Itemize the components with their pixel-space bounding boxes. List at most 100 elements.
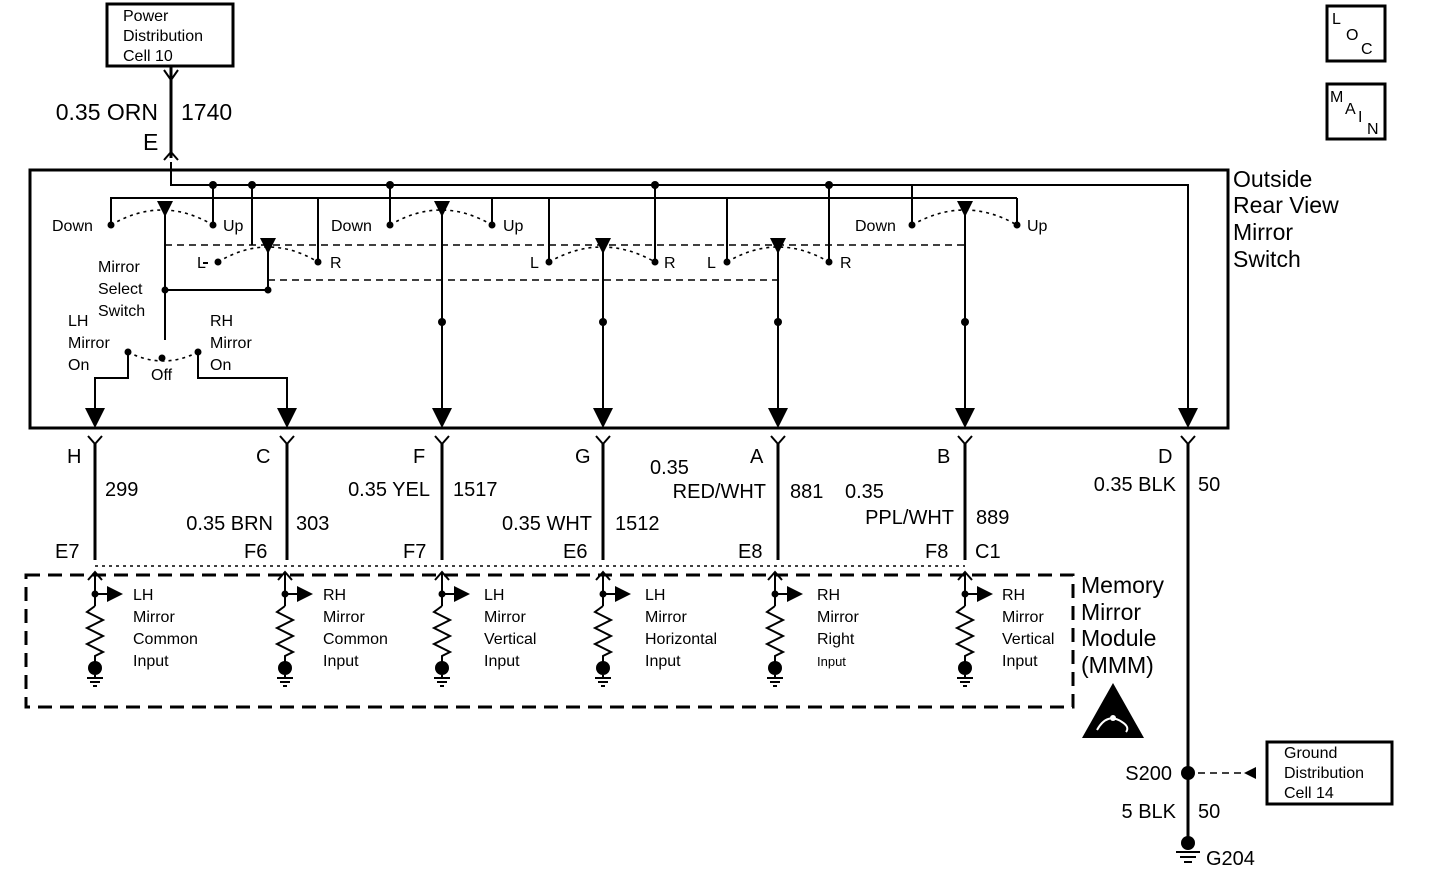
wire-1512-circuit: 1512 [615,513,660,535]
svg-text:Ground: Ground [1284,745,1337,762]
mirror-select-switch[interactable]: Mirror Select Switch LH Mirror On RH Mir… [68,201,297,428]
switch-internal-bus [110,162,1198,428]
svg-text:Down: Down [855,218,896,235]
pin-d: D [1158,446,1172,468]
svg-text:Mirror: Mirror [484,609,526,626]
wire-50-circuit: 50 [1198,474,1220,496]
pin-e: E [143,129,158,155]
svg-text:Mirror: Mirror [1233,219,1293,245]
wire-889-color: PPL/WHT [865,507,954,529]
svg-text:Input: Input [323,653,359,670]
svg-text:Input: Input [133,653,169,670]
splice-s200: S200 [1125,763,1256,785]
svg-text:LH: LH [133,587,153,604]
svg-text:L: L [1332,11,1341,28]
pin-g: G [575,446,591,468]
svg-text:E8: E8 [738,541,762,563]
svg-text:LH: LH [645,587,665,604]
pin-f: F [413,446,425,468]
svg-text:Module: Module [1081,625,1156,651]
svg-text:Rear View: Rear View [1233,192,1339,218]
svg-text:Mirror: Mirror [133,609,175,626]
svg-text:Cell 14: Cell 14 [1284,785,1334,802]
svg-text:M: M [1330,89,1343,106]
svg-text:I: I [1358,109,1362,126]
module-input-lh-vertical: LH Mirror Vertical Input [431,570,536,687]
power-distribution-ref[interactable]: Power Distribution Cell 10 [105,2,235,68]
wire-303-gauge: 0.35 BRN [186,513,273,535]
svg-text:Off: Off [151,367,173,384]
wire-889-gauge: 0.35 [845,481,884,503]
svg-text:Mirror: Mirror [645,609,687,626]
svg-text:L: L [707,255,716,272]
wire-1512-gauge: 0.35 WHT [502,513,592,535]
left-right-toggle-1[interactable]: L R [197,246,342,272]
left-right-toggle-2[interactable]: L R [530,246,676,272]
module-input-rh-right: RH Mirror Right Input [764,570,859,687]
svg-text:RH: RH [323,587,346,604]
svg-text:Memory: Memory [1081,572,1165,598]
svg-text:A: A [1345,101,1356,118]
svg-text:On: On [210,357,231,374]
svg-text:E7: E7 [55,541,79,563]
feed-wire-gauge: 0.35 ORN [56,99,158,125]
loc-icon[interactable]: L O C [1325,4,1387,63]
wire-299-circuit: 299 [105,479,138,501]
svg-text:Input: Input [645,653,681,670]
pin-a: A [750,446,764,468]
wire-881-circuit: 881 [790,481,823,503]
wire-303-circuit: 303 [296,513,329,535]
ground-distribution-ref[interactable]: Ground Distribution Cell 14 [1265,740,1394,806]
svg-text:E6: E6 [563,541,587,563]
svg-text:Vertical: Vertical [484,631,536,648]
svg-text:Cell 10: Cell 10 [123,48,173,65]
svg-text:L: L [530,255,539,272]
svg-text:Up: Up [1027,218,1048,235]
left-right-toggle-3[interactable]: L R [707,246,852,272]
main-icon[interactable]: M A I N [1325,82,1387,141]
ground-wire-circuit: 50 [1198,801,1220,823]
svg-text:C1: C1 [975,541,1001,563]
svg-text:O: O [1346,27,1358,44]
svg-text:Down: Down [331,218,372,235]
svg-text:C: C [1361,41,1373,58]
up-down-toggle-lh[interactable]: Down Up [52,209,244,235]
svg-text:Up: Up [223,218,244,235]
svg-text:Select: Select [98,281,143,298]
svg-text:N: N [1367,121,1379,138]
connector-arrow-icon [163,69,179,82]
svg-text:Mirror: Mirror [1081,599,1141,625]
svg-text:G204: G204 [1206,848,1255,870]
svg-text:RH: RH [817,587,840,604]
ground-g204: G204 [1176,836,1255,870]
wire-881-color: RED/WHT [673,481,766,503]
ground-wire-gauge: 5 BLK [1122,801,1177,823]
up-down-toggle-horizontal[interactable]: Down Up [331,209,524,235]
svg-text:Mirror: Mirror [68,335,110,352]
svg-text:Common: Common [133,631,198,648]
svg-text:Mirror: Mirror [323,609,365,626]
svg-text:R: R [330,255,342,272]
switch-contact-columns [432,201,975,428]
svg-text:F7: F7 [403,541,426,563]
memory-mirror-module-title: Memory Mirror Module (MMM) [1081,572,1165,678]
wire-1517-gauge: 0.35 YEL [348,479,430,501]
svg-text:(MMM): (MMM) [1081,652,1154,678]
svg-text:Power: Power [123,8,169,25]
svg-text:Common: Common [323,631,388,648]
svg-text:F8: F8 [925,541,948,563]
up-down-toggle-rh[interactable]: Down Up [855,209,1048,235]
svg-text:Outside: Outside [1233,166,1312,192]
svg-text:Mirror: Mirror [817,609,859,626]
svg-text:Mirror: Mirror [98,259,140,276]
esd-warning-icon [1082,683,1144,738]
svg-text:Switch: Switch [98,303,145,320]
svg-text:Horizontal: Horizontal [645,631,717,648]
svg-text:On: On [68,357,89,374]
connector-chevron-icon [163,150,179,161]
svg-text:LH: LH [484,587,504,604]
module-input-lh-common: LH Mirror Common Input [84,570,198,687]
svg-text:RH: RH [210,313,233,330]
svg-text:L: L [197,255,206,272]
